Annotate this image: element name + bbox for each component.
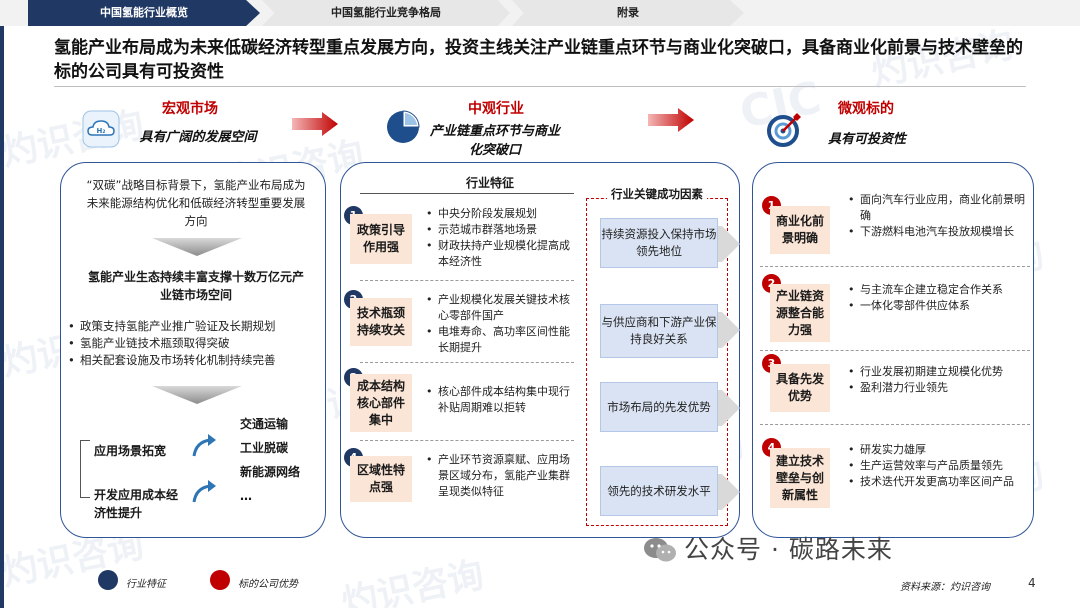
feature-label-4: 区域性特点强	[350, 456, 412, 502]
list-item: 一体化零部件供应体系	[846, 298, 1030, 314]
features-heading: 行业特征	[466, 176, 515, 190]
title-divider	[54, 86, 1026, 87]
feature-bullets-2: 产业规模化发展关键技术核心零部件国产 电堆寿命、高功率区间性能长期提升	[426, 292, 580, 356]
list-item: 研发实力雄厚	[846, 442, 1030, 458]
target-label-4: 建立技术壁垒与创新属性	[770, 448, 830, 508]
list-item: 氢能产业链技术瓶颈取得突破	[66, 335, 328, 352]
list-item: 面向汽车行业应用，商业化前景明确	[846, 192, 1030, 224]
h2-cloud-icon: H₂	[82, 110, 120, 148]
list-item: 产业环节资源禀赋、应用场景区域分布，氢能产业集群呈现类似特征	[426, 452, 580, 500]
application-list: 交通运输 工业脱碳 新能源网络 …	[240, 412, 320, 508]
target-divider	[760, 424, 1030, 425]
ksf-heading: 行业关键成功因素	[586, 186, 728, 202]
target-label-3: 具备先发优势	[770, 364, 830, 412]
macro-key-statement: 氢能产业生态持续丰富支撑十数万亿元产业链市场空间	[87, 270, 304, 302]
feature-label-1: 政策引导作用强	[350, 214, 412, 264]
feature-divider	[360, 440, 574, 441]
list-item: 与主流车企建立稳定合作关系	[846, 282, 1030, 298]
target-label-1: 商业化前景明确	[770, 206, 830, 254]
tab-appendix[interactable]: 附录	[512, 0, 744, 26]
target-label-2: 产业链资源整合能力强	[770, 284, 830, 342]
list-item: 示范城市群落地场景	[426, 222, 580, 238]
feature-divider	[360, 362, 574, 363]
ksf-item-3: 市场布局的先发优势	[600, 382, 718, 432]
ksf-heading-text: 行业关键成功因素	[607, 187, 707, 201]
macro-bullet-list: 政策支持氢能产业推广验证及长期规划 氢能产业链技术瓶颈取得突破 相关配套设施及市…	[66, 318, 328, 369]
list-item: 相关配套设施及市场转化机制持续完善	[66, 352, 328, 369]
list-item: …	[240, 489, 252, 503]
target-bullets-3: 行业发展初期建立规模化优势 盈利潜力行业领先	[846, 364, 1030, 396]
feature-divider	[360, 280, 574, 281]
list-item: 核心部件成本结构集中现行补贴周期难以拒转	[426, 384, 580, 416]
curved-arrow-icon	[192, 434, 216, 457]
macro-title: 宏观市场	[162, 101, 218, 117]
chevron-down-icon	[152, 238, 242, 256]
wechat-icon	[644, 538, 676, 562]
scenario-bracket	[80, 440, 90, 498]
page-title: 氢能产业布局成为未来低碳经济转型重点发展方向，投资主线关注产业链重点环节与商业化…	[54, 38, 1023, 82]
feature-bullets-1: 中央分阶段发展规划 示范城市群落地场景 财政扶持产业规模化提高成本经济性	[426, 206, 580, 270]
svg-text:H₂: H₂	[97, 127, 106, 135]
curved-arrow-icon	[192, 480, 216, 503]
list-item: 生产运营效率与产品质量领先	[846, 458, 1030, 474]
list-item: 新能源网络	[240, 465, 301, 479]
target-divider	[760, 350, 1030, 351]
list-item: 政策支持氢能产业推广验证及长期规划	[66, 318, 328, 335]
target-icon	[767, 113, 801, 147]
scenario-broaden: 应用场景拓宽	[94, 444, 167, 458]
micro-subtitle: 具有可投资性	[827, 132, 906, 147]
target-divider	[760, 266, 1030, 267]
macro-intro-text: “双碳”战略目标背景下，氢能产业布局成为未来能源结构优化和低碳经济转型重要发展方…	[86, 178, 306, 228]
target-bullets-4: 研发实力雄厚 生产运营效率与产品质量领先 技术迭代开发更高功率区间产品	[846, 442, 1030, 490]
target-bullets-1: 面向汽车行业应用，商业化前景明确 下游燃料电池汽车投放规模增长	[846, 192, 1030, 240]
source-note: 资料来源：灼识咨询	[900, 582, 990, 593]
list-item: 工业脱碳	[240, 441, 289, 455]
ksf-item-2: 与供应商和下游产业保持良好关系	[600, 304, 718, 358]
left-accent-strip	[0, 0, 4, 608]
ksf-item-4: 领先的技术研发水平	[600, 466, 718, 516]
meso-title: 中观行业	[468, 101, 524, 117]
legend-dot-red	[210, 570, 230, 590]
list-item: 财政扶持产业规模化提高成本经济性	[426, 238, 580, 270]
meso-subtitle: 产业链重点环节与商业化突破口	[429, 124, 560, 158]
top-tab-bar: 中国氢能行业概览 中国氢能行业竞争格局 附录	[0, 0, 1080, 26]
list-item: 交通运输	[240, 417, 289, 431]
legend-advantage: 标的公司优势	[238, 579, 298, 590]
page-number: 4	[1028, 576, 1036, 590]
tab-overview[interactable]: 中国氢能行业概览	[28, 0, 260, 26]
legend-dot-navy	[98, 570, 118, 590]
scenario-cost: 开发应用成本经济性提升	[94, 488, 179, 520]
feature-label-2: 技术瓶颈持续攻关	[350, 298, 412, 346]
flow-arrow-icon	[292, 112, 338, 136]
list-item: 产业规模化发展关键技术核心零部件国产	[426, 292, 580, 324]
target-bullets-2: 与主流车企建立稳定合作关系 一体化零部件供应体系	[846, 282, 1030, 314]
wechat-account: 公众号 · 碳路未来	[684, 535, 893, 564]
feature-bullets-3: 核心部件成本结构集中现行补贴周期难以拒转	[426, 384, 580, 416]
tab-competition[interactable]: 中国氢能行业竞争格局	[262, 0, 510, 26]
pie-chart-icon	[387, 110, 420, 143]
list-item: 盈利潜力行业领先	[846, 380, 1030, 396]
list-item: 技术迭代开发更高功率区间产品	[846, 474, 1030, 490]
chevron-down-icon	[152, 386, 242, 404]
flow-arrow-icon	[648, 108, 694, 132]
features-divider	[360, 193, 574, 194]
macro-subtitle: 具有广阔的发展空间	[139, 130, 257, 145]
feature-label-3: 成本结构核心部件集中	[350, 374, 412, 432]
micro-title: 微观标的	[838, 101, 894, 117]
list-item: 中央分阶段发展规划	[426, 206, 580, 222]
ksf-item-1: 持续资源投入保持市场领先地位	[600, 218, 718, 268]
legend-industry: 行业特征	[126, 579, 166, 590]
feature-bullets-4: 产业环节资源禀赋、应用场景区域分布，氢能产业集群呈现类似特征	[426, 452, 580, 500]
watermark-text: 灼识咨询	[338, 554, 488, 608]
list-item: 下游燃料电池汽车投放规模增长	[846, 224, 1030, 240]
list-item: 行业发展初期建立规模化优势	[846, 364, 1030, 380]
list-item: 电堆寿命、高功率区间性能长期提升	[426, 324, 580, 356]
